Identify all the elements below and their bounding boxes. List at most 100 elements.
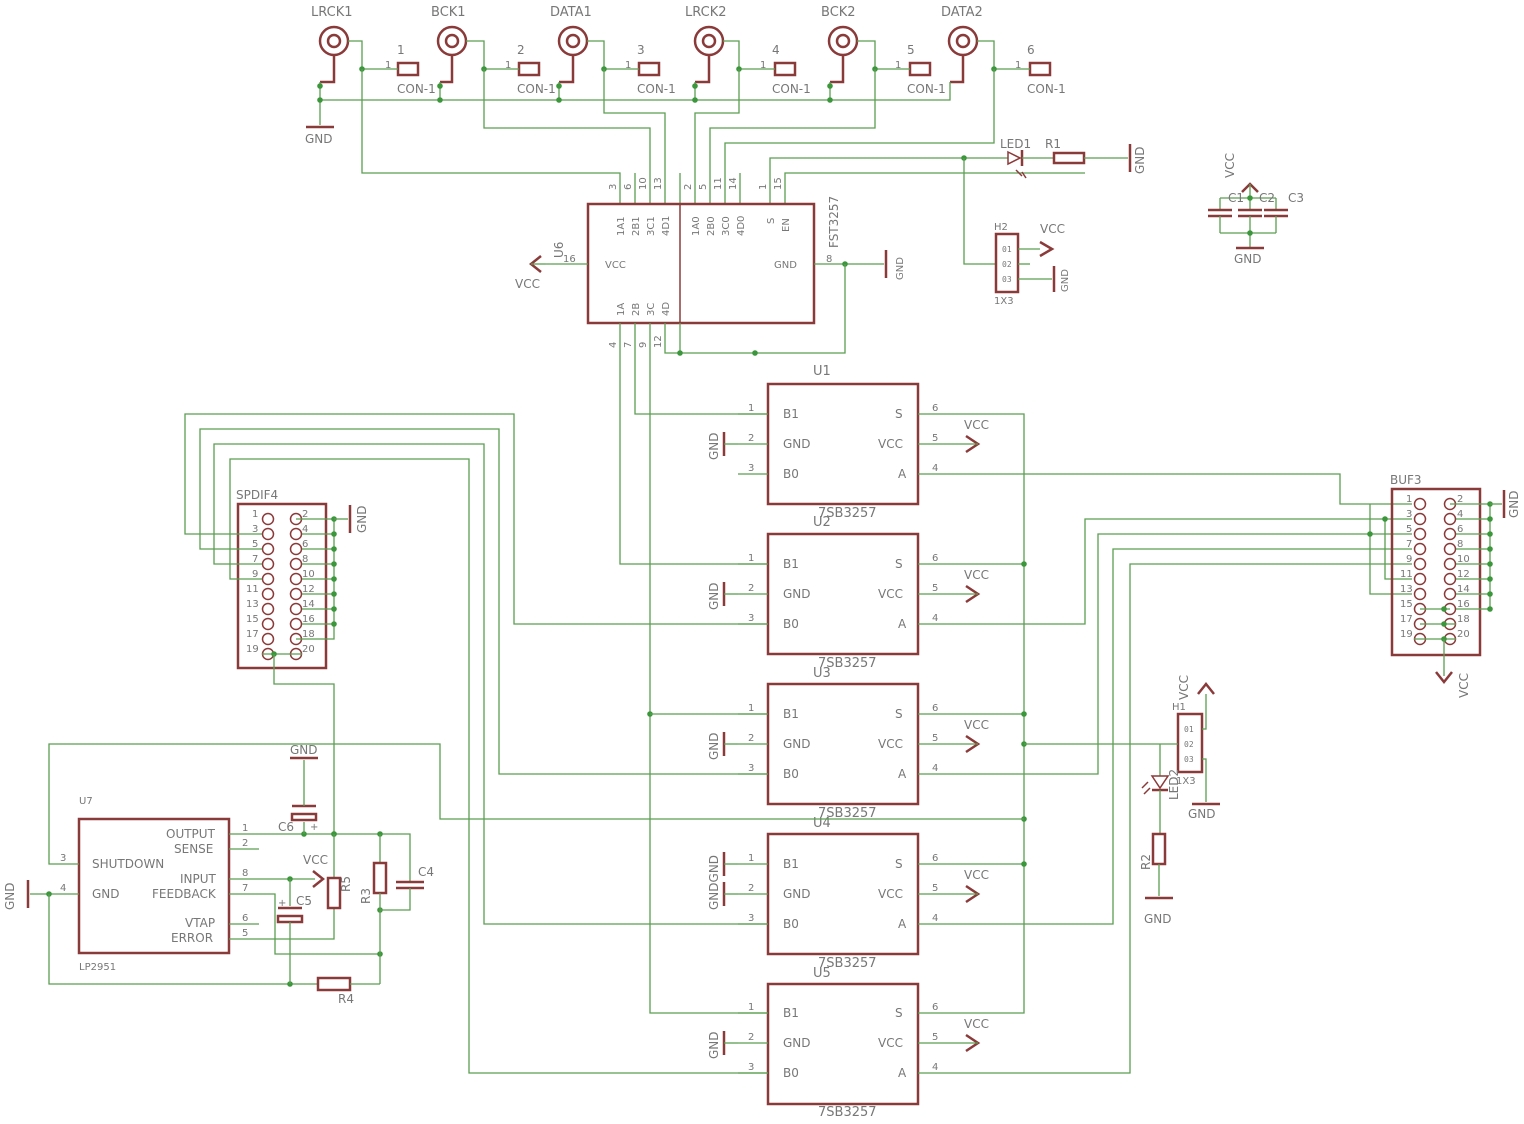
vcc-label: VCC	[964, 568, 989, 582]
switch-pin-label: VCC	[878, 437, 903, 451]
u6-pin-label: 1A	[616, 303, 627, 316]
switch-pin-number: 5	[932, 1032, 938, 1043]
connector-ground-bus: GND	[305, 66, 997, 146]
switch-pin-label: S	[895, 857, 903, 871]
switch-pin-number: 4	[932, 613, 938, 624]
switch-pin-label: B1	[783, 1006, 799, 1020]
switch-u3: 1 2 3 B1 GND B0 6 5 4 S VCC A U3 7SB3257…	[707, 666, 989, 821]
u6-pin-number: 7	[623, 342, 634, 348]
switch-part: 7SB3257	[818, 1105, 877, 1120]
switch-pin-number: 4	[932, 763, 938, 774]
u6-pin-number: 5	[698, 184, 709, 190]
u6-pin-number: 3	[608, 184, 619, 190]
switch-pin-label: B0	[783, 617, 799, 631]
u6-pin-number: 14	[728, 177, 739, 190]
connector-pin-one: 1	[895, 60, 901, 71]
u7-pin-number: 1	[242, 823, 248, 834]
c6-ref: C6	[278, 820, 294, 834]
u6-pin-number: 1	[758, 184, 769, 190]
u7-pin-number: 7	[242, 883, 248, 894]
buf3-pin-number: 15	[1400, 599, 1413, 610]
switch-pin-label: GND	[783, 587, 811, 601]
switch-pin-label: B0	[783, 467, 799, 481]
gnd-label: GND	[1060, 269, 1071, 292]
buf3-pin-number: 12	[1457, 569, 1470, 580]
gnd-label: GND	[707, 582, 721, 610]
switch-pin-label: S	[895, 707, 903, 721]
buf3-header: BUF3 1 3 5 7 9 1	[1390, 473, 1521, 698]
gnd-label: GND	[355, 505, 369, 533]
c2-ref: C2	[1259, 191, 1275, 205]
buf3-pin-number: 14	[1457, 584, 1470, 595]
switch-pin-label: GND	[783, 437, 811, 451]
gnd-label: GND	[707, 1031, 721, 1059]
switch-u2: 1 2 3 B1 GND B0 6 5 4 S VCC A U2 7SB3257…	[707, 515, 989, 671]
switch-u1: 1 2 3 B1 GND B0 6 5 4 S VCC A U1 7SB3257…	[707, 364, 989, 521]
led2-r2: LED2 R2 GND	[1139, 744, 1181, 926]
switch-pin-number: 3	[748, 463, 754, 474]
switch-pin-label: GND	[783, 1036, 811, 1050]
select-bus	[948, 413, 1160, 1014]
spdif4-pin-number: 17	[246, 629, 259, 640]
switch-pin-label: VCC	[878, 737, 903, 751]
switch-pin-label: B1	[783, 857, 799, 871]
u7-pin-label: ERROR	[171, 931, 213, 945]
switch-pin-number: 2	[748, 433, 754, 444]
gnd-label: GND	[1133, 146, 1147, 174]
u7-pin-label: FEEDBACK	[152, 887, 217, 901]
connector-pin-one: 1	[625, 60, 631, 71]
spdif4-pin-number: 4	[302, 524, 308, 535]
r4-ref: R4	[338, 992, 354, 1006]
spdif4-to-switch-wires	[184, 413, 768, 1074]
c1-ref: C1	[1228, 191, 1244, 205]
u7-pin-number: 8	[242, 868, 248, 879]
switch-part: 7SB3257	[818, 656, 877, 671]
h2-header: 01 02 03 H2 1X3 VCC GND	[994, 222, 1071, 307]
decoupling-caps: VCC C1 C2 C3 GND	[1208, 153, 1304, 266]
connector-bck1: BCK1 2 1 CON-1	[431, 5, 556, 96]
led2-ref: LED2	[1167, 769, 1181, 800]
c5-ref: C5	[296, 894, 312, 908]
spdif4-pin-number: 2	[302, 509, 308, 520]
u6-pin-number: 4	[608, 342, 619, 348]
u6-mux: U6 FST3257 16 VCC VCC 8 GND GND 3 6 10 1…	[515, 177, 906, 356]
u6-pin-label: 1A0	[691, 216, 702, 236]
h2-pin: 03	[1002, 275, 1012, 284]
h1-package: 1X3	[1176, 776, 1196, 787]
switch-pin-label: B1	[783, 557, 799, 571]
switch-u5: 1 2 3 B1 GND B0 6 5 4 S VCC A U5 7SB3257…	[707, 966, 989, 1120]
u7-pin-label: SHUTDOWN	[92, 857, 164, 871]
switch-pin-number: 3	[748, 763, 754, 774]
u7-regulator: U7 LP2951 OUTPUT SENSE INPUT FEEDBACK VT…	[3, 743, 1024, 985]
u6-to-switch-wires	[619, 323, 768, 1014]
connector-pin-one: 1	[505, 60, 511, 71]
switch-pin-label: A	[898, 917, 907, 931]
connector-label: CON-1	[637, 82, 676, 96]
u6-vcc-label: VCC	[605, 260, 626, 271]
switch-pin-number: 5	[932, 583, 938, 594]
u6-pin-number: 15	[773, 177, 784, 190]
u7-pin-label: INPUT	[180, 872, 217, 886]
vcc-label: VCC	[964, 718, 989, 732]
u6-pin-label: 3C0	[721, 216, 732, 236]
u6-pin-label: 2B1	[631, 216, 642, 236]
u7-pin-number: 5	[242, 928, 248, 939]
h2-pin: 02	[1002, 260, 1012, 269]
h2-ref: H2	[994, 222, 1008, 233]
switch-pin-label: B0	[783, 917, 799, 931]
buf3-pin-number: 7	[1406, 539, 1412, 550]
spdif4-ref: SPDIF4	[236, 488, 278, 502]
switch-pin-label: A	[898, 1066, 907, 1080]
gnd-label: GND	[305, 132, 333, 146]
u6-pin-label: 3C	[646, 303, 657, 316]
u6-gnd-label: GND	[774, 260, 797, 271]
vcc-label: VCC	[1040, 222, 1065, 236]
connector-pin-number: 3	[637, 43, 645, 57]
h2-package: 1X3	[994, 296, 1014, 307]
u7-pin-number: 4	[60, 883, 66, 894]
switch-pin-number: 1	[748, 403, 754, 414]
gnd-label: GND	[290, 743, 318, 757]
connector-name: LRCK2	[685, 5, 727, 20]
spdif4-pins-even	[289, 512, 303, 661]
u7-pin-label: VTAP	[185, 916, 215, 930]
